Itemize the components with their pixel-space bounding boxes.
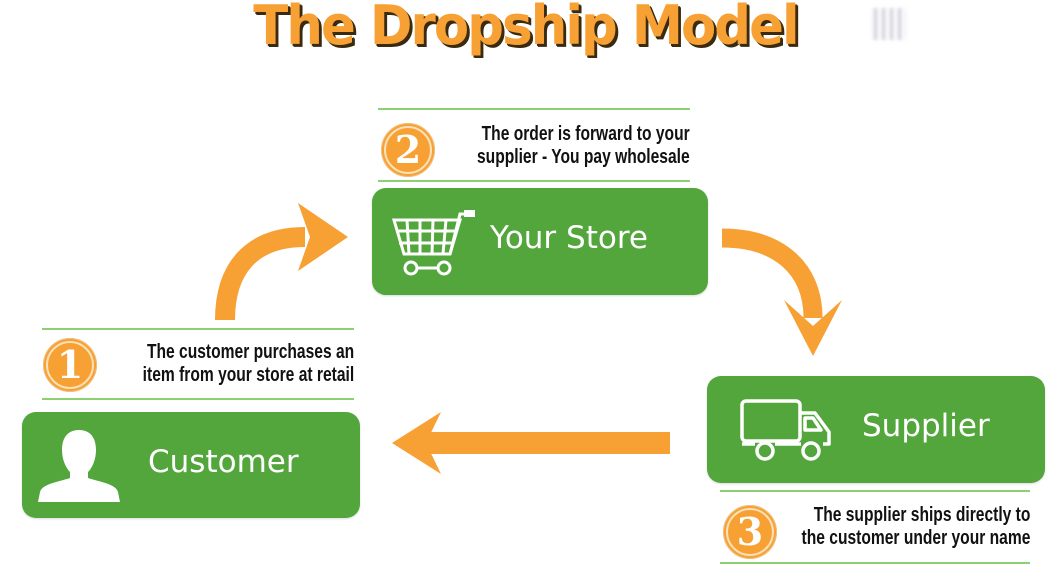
supplier-label: Supplier: [862, 408, 990, 444]
your-store-node: Your Store: [372, 188, 708, 295]
shopping-cart-icon: [391, 210, 475, 276]
step-3-number: 3: [736, 509, 764, 554]
step-3-number-badge: 3: [723, 505, 777, 559]
step-1-number: 1: [56, 342, 84, 387]
watermark-artifact: [872, 8, 906, 40]
step-2-number: 2: [394, 127, 422, 172]
step-2-bottom-divider: [378, 180, 690, 182]
your-store-label: Your Store: [490, 220, 648, 256]
step-3-line-2: the customer under your name: [801, 527, 1030, 549]
step-2-number-badge: 2: [381, 123, 435, 177]
curved-arrow-down-icon: [721, 228, 842, 356]
customer-label: Customer: [148, 444, 299, 480]
straight-arrow-left-icon: [392, 412, 670, 474]
delivery-truck-icon: [740, 399, 831, 461]
step-3-top-divider: [720, 490, 1030, 492]
diagram-title: The Dropship Model: [253, 0, 799, 57]
person-icon: [38, 430, 120, 502]
supplier-node: Supplier: [707, 376, 1045, 483]
step-2-line-2: supplier - You pay wholesale: [477, 146, 690, 168]
step-1-description: The customer purchases an item from your…: [142, 341, 354, 387]
customer-node: Customer: [22, 412, 360, 518]
step-3-description: The supplier ships directly to the custo…: [801, 504, 1030, 550]
step-1-number-badge: 1: [43, 338, 97, 392]
step-1-bottom-divider: [42, 398, 354, 400]
step-2-top-divider: [378, 108, 690, 110]
step-3-line-1: The supplier ships directly to: [813, 504, 1030, 526]
step-2-description: The order is forward to your supplier - …: [477, 123, 690, 169]
step-3-bottom-divider: [720, 562, 1030, 564]
step-1-line-2: item from your store at retail: [142, 364, 354, 386]
step-2-line-1: The order is forward to your: [481, 123, 690, 145]
curved-arrow-up-right-icon: [215, 203, 348, 321]
step-1-line-1: The customer purchases an: [146, 341, 354, 363]
step-1-top-divider: [42, 328, 354, 330]
